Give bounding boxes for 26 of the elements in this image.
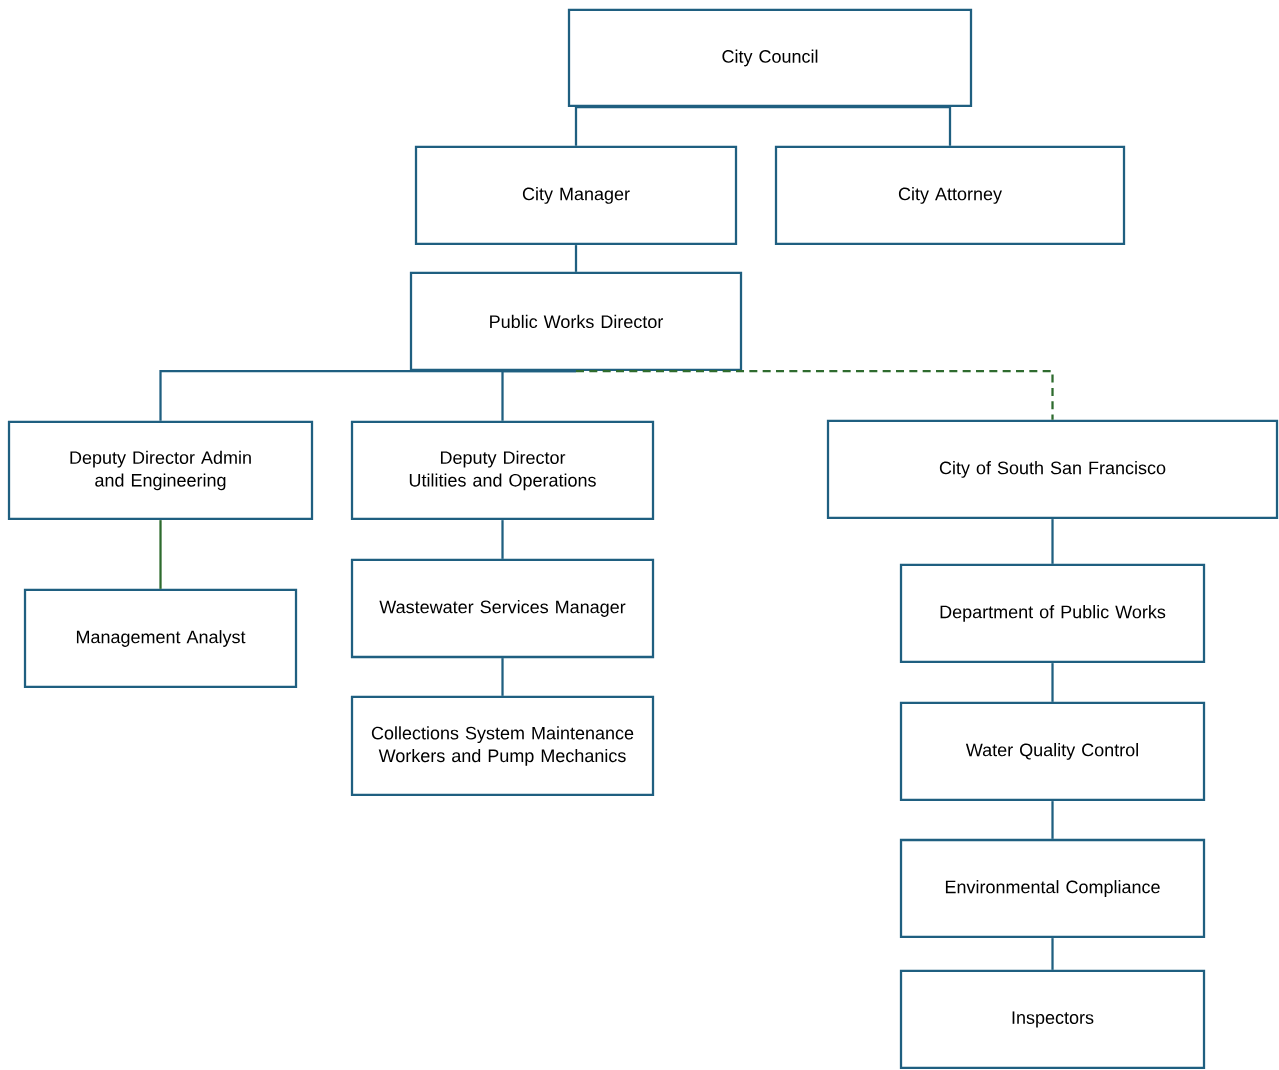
org-box: City Attorney xyxy=(774,145,1126,246)
connector-line xyxy=(501,369,576,421)
org-box: Wastewater Services Manager xyxy=(350,558,655,659)
org-box: City Manager xyxy=(414,145,738,246)
org-box: City Council xyxy=(567,8,973,108)
connector-line xyxy=(1051,663,1054,702)
connector-line xyxy=(501,658,504,696)
connector-line xyxy=(770,106,952,146)
org-box: Water Quality Control xyxy=(899,701,1206,802)
connector-line xyxy=(1051,938,1054,970)
connector-line xyxy=(1051,801,1054,839)
org-box: Collections System Maintenance Workers and Pump Mechanics xyxy=(350,695,655,797)
org-box: Department of Public Works xyxy=(899,563,1206,664)
connector-line xyxy=(576,369,1054,420)
org-box: Deputy Director Admin and Engineering xyxy=(7,420,314,521)
connector-line xyxy=(159,520,162,589)
connector-line xyxy=(574,245,578,272)
org-box: Environmental Compliance xyxy=(899,838,1206,939)
org-box: Public Works Director xyxy=(409,271,743,372)
connector-line xyxy=(501,520,504,559)
org-box: Management Analyst xyxy=(23,588,298,689)
org-box: Inspectors xyxy=(899,969,1206,1070)
connector-line xyxy=(1051,519,1054,564)
org-box: Deputy Director Utilities and Operations xyxy=(350,420,655,521)
connector-line xyxy=(574,106,770,146)
org-box: City of South San Francisco xyxy=(826,419,1279,520)
